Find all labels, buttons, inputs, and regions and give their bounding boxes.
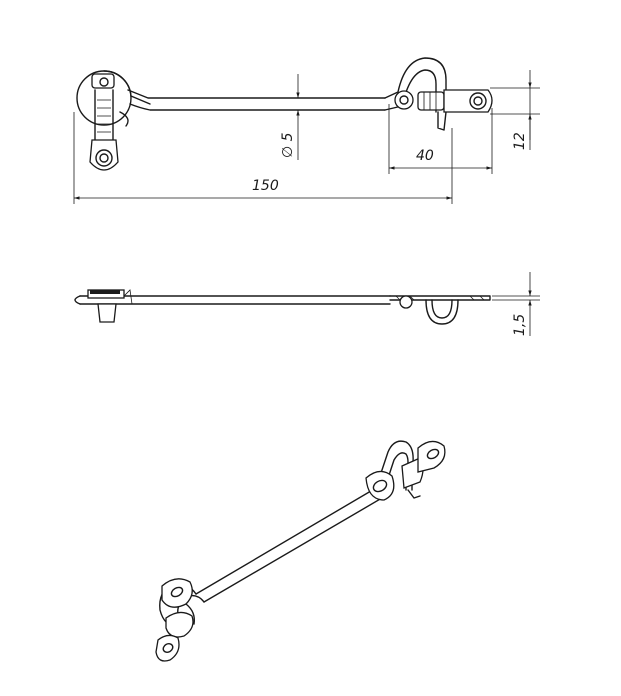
length-40-label: 40 (416, 148, 434, 164)
thickness-label: 1,5 (512, 314, 528, 336)
dimension-150: 150 (73, 112, 453, 204)
top-view: ∅ 5 12 40 150 (73, 57, 540, 204)
right-hook-assembly (384, 57, 493, 131)
total-length-label: 150 (252, 178, 279, 194)
iso-lower-eye (155, 578, 205, 662)
dimension-diameter: ∅ 5 (280, 74, 300, 160)
dimension-12: 12 (490, 70, 540, 150)
side-plate (389, 295, 491, 325)
isometric-view (155, 440, 446, 662)
iso-upper-hook (365, 440, 446, 501)
height-label: 12 (512, 132, 528, 150)
dimension-40: 40 (388, 104, 493, 174)
diameter-label: ∅ 5 (280, 132, 296, 158)
hook-rod (127, 89, 386, 111)
dimension-1-5: 1,5 (492, 272, 540, 336)
side-view: 1,5 (74, 272, 540, 336)
left-eye-assembly (76, 70, 151, 171)
